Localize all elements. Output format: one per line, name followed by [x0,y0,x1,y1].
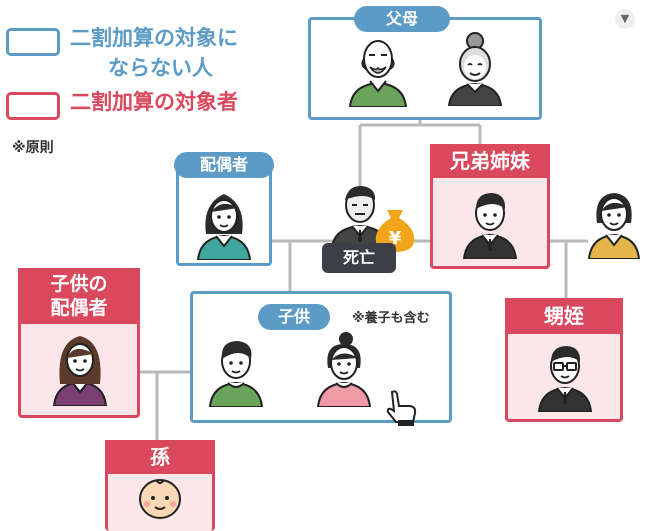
parents-box [308,17,542,120]
hand-cursor-icon [386,390,417,426]
daughter-icon [316,332,372,407]
nephew-niece-label: 甥姪 [505,298,623,334]
legend-not-target-line1: 二割加算の対象に [70,26,238,50]
spouse-label: 配偶者 [174,152,274,178]
siblings-label: 兄弟姉妹 [430,144,550,178]
grandmother-icon [447,32,503,106]
legend-target: 二割加算の対象者 [70,90,238,114]
legend-red-swatch [6,92,60,120]
nephew-icon [537,346,593,412]
child-spouse-label-line1: 子供の [50,273,108,295]
spouse-woman-icon [196,194,252,260]
baby-icon [139,479,181,519]
children-label: 子供 [258,304,330,330]
deceased-label: 死亡 [322,243,396,273]
grandchild-label: 孫 [105,440,215,474]
principle-note: ※原則 [12,140,54,156]
sibling-man-icon [462,193,518,259]
son-icon [208,341,264,407]
legend-blue-swatch [6,28,60,56]
adopted-note: ※養子も含む [352,311,430,326]
sibling-wife-icon [587,193,641,259]
child-spouse-woman-icon [52,336,108,406]
parents-label: 父母 [354,6,450,32]
child-spouse-label: 子供の 配偶者 [18,268,140,324]
legend-not-target-line2: ならない人 [108,56,213,80]
grandfather-icon [348,40,408,107]
child-spouse-label-line2: 配偶者 [50,297,108,319]
menu-chevron-icon[interactable]: ▼ [615,9,635,29]
